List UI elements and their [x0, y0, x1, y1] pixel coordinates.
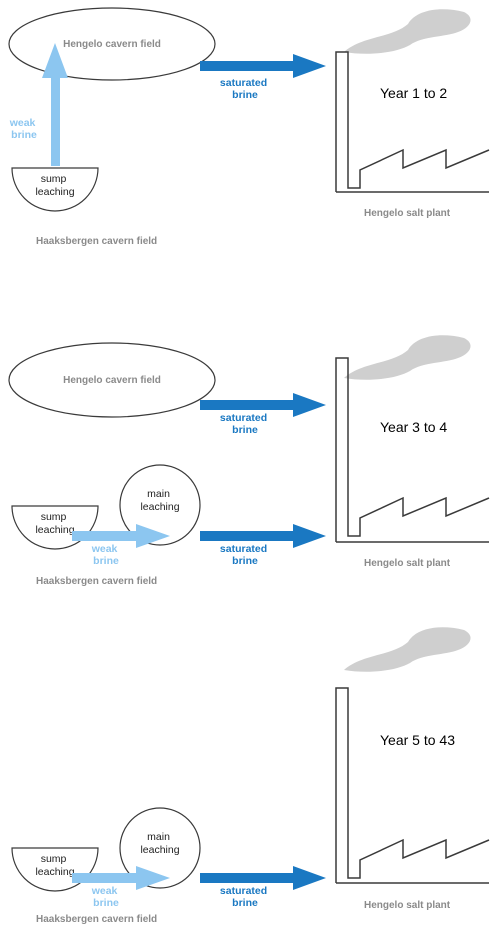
panel-year-5-to-43: Year 5 to 43 Hengelo salt plant main lea… — [11, 627, 490, 925]
smoke-plume — [344, 627, 471, 672]
weak-brine-label: weak brine — [91, 885, 121, 909]
year-label: Year 3 to 4 — [380, 419, 447, 435]
salt-plant-building — [335, 51, 490, 193]
salt-plant-building — [335, 357, 490, 543]
main-leaching-label: main leaching — [140, 488, 179, 513]
smoke-plume — [344, 9, 471, 54]
sump-leaching-label: sump leaching — [35, 853, 74, 878]
year-label: Year 5 to 43 — [380, 732, 455, 748]
year-label: Year 1 to 2 — [380, 85, 447, 101]
saturated-brine-label: saturated brine — [220, 77, 270, 101]
plant-label: Hengelo salt plant — [364, 900, 451, 911]
haaksbergen-label: Haaksbergen cavern field — [36, 914, 157, 925]
saturated-brine-arrow-top — [200, 393, 326, 417]
saturated-brine-arrow — [200, 866, 326, 890]
sump-leaching-label: sump leaching — [35, 173, 74, 198]
saturated-brine-arrow — [200, 54, 326, 78]
hengelo-cavern-field-label: Hengelo cavern field — [63, 375, 161, 386]
weak-brine-arrow — [72, 866, 170, 890]
sump-leaching-cavity — [11, 167, 99, 212]
smoke-plume — [344, 335, 471, 380]
weak-brine-label: weak brine — [91, 543, 121, 567]
main-leaching-cavity — [119, 464, 201, 546]
saturated-brine-arrow-bottom — [200, 524, 326, 548]
saturated-brine-label-top: saturated brine — [220, 412, 270, 436]
plant-label: Hengelo salt plant — [364, 558, 451, 569]
haaksbergen-label: Haaksbergen cavern field — [36, 236, 157, 247]
sump-leaching-label: sump leaching — [35, 511, 74, 536]
haaksbergen-label: Haaksbergen cavern field — [36, 576, 157, 587]
saturated-brine-label: saturated brine — [220, 885, 270, 909]
main-leaching-label: main leaching — [140, 831, 179, 856]
weak-brine-label: weak brine — [9, 117, 39, 141]
weak-brine-arrow — [42, 43, 68, 166]
salt-plant-building — [335, 687, 490, 884]
hengelo-cavern-field-label: Hengelo cavern field — [63, 39, 161, 50]
plant-label: Hengelo salt plant — [364, 208, 451, 219]
panel-year-3-to-4: Year 3 to 4 Hengelo salt plant Hengelo c… — [8, 335, 490, 587]
panel-year-1-to-2: Year 1 to 2 Hengelo salt plant Hengelo c… — [8, 7, 490, 247]
weak-brine-arrow — [72, 524, 170, 548]
hengelo-cavern-field — [8, 342, 216, 418]
saturated-brine-label-bottom: saturated brine — [220, 543, 270, 567]
